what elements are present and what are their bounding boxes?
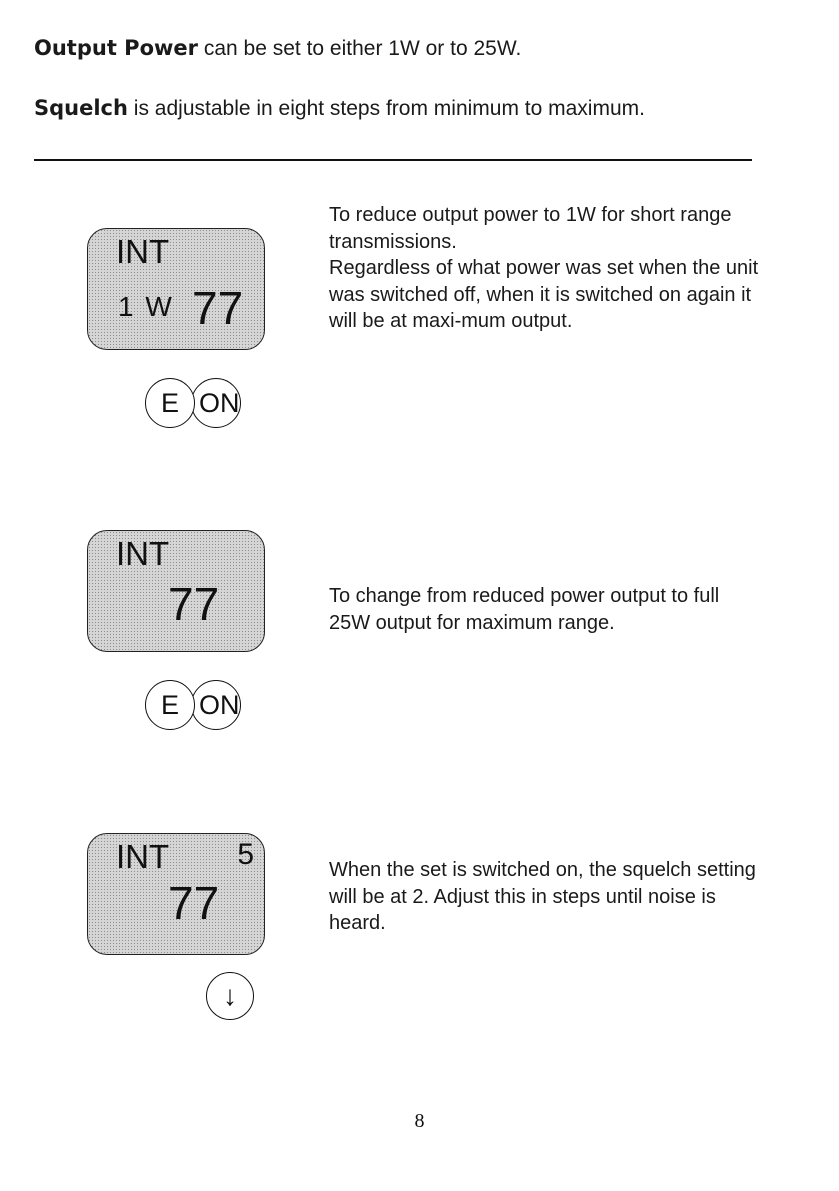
section-divider (34, 159, 752, 161)
lcd-mode-label: INT (116, 535, 170, 572)
lcd-display-low-power: INT 1 W 77 (87, 228, 265, 350)
desc-line: When the set is switched on, the squelch… (329, 859, 756, 934)
lcd-power-label: 1 W (118, 291, 174, 322)
lcd-display-squelch: INT 5 77 (87, 833, 265, 955)
e-button[interactable]: E (145, 680, 195, 730)
lcd-display-full-power: INT 77 (87, 530, 265, 652)
on-button[interactable]: ON (191, 378, 241, 428)
desc-line: Regardless of what power was set when th… (329, 257, 759, 332)
lcd-channel-number: 77 (168, 877, 220, 929)
low-power-description: To reduce output power to 1W for short r… (329, 202, 759, 335)
e-button[interactable]: E (145, 378, 195, 428)
desc-line: To reduce output power to 1W for short r… (329, 204, 732, 253)
on-button[interactable]: ON (191, 680, 241, 730)
squelch-note: Squelch is adjustable in eight steps fro… (34, 96, 645, 121)
down-arrow-button[interactable]: ↓ (206, 972, 254, 1020)
desc-line: To change from reduced power output to f… (329, 585, 720, 634)
lcd-channel-number: 77 (192, 282, 244, 334)
lcd-mode-label: INT (116, 233, 170, 270)
full-power-description: To change from reduced power output to f… (329, 583, 759, 636)
squelch-text: is adjustable in eight steps from minimu… (133, 97, 645, 120)
lcd-mode-label: INT (116, 838, 170, 875)
output-power-text: can be set to either 1W or to 25W. (203, 37, 522, 60)
lcd-channel-number: 77 (168, 578, 220, 630)
output-power-note: Output Power can be set to either 1W or … (34, 36, 521, 61)
page-number: 8 (414, 1110, 425, 1132)
squelch-description: When the set is switched on, the squelch… (329, 857, 759, 937)
output-power-term: Output Power (34, 36, 198, 60)
squelch-term: Squelch (34, 96, 128, 120)
lcd-squelch-level: 5 (237, 838, 254, 871)
